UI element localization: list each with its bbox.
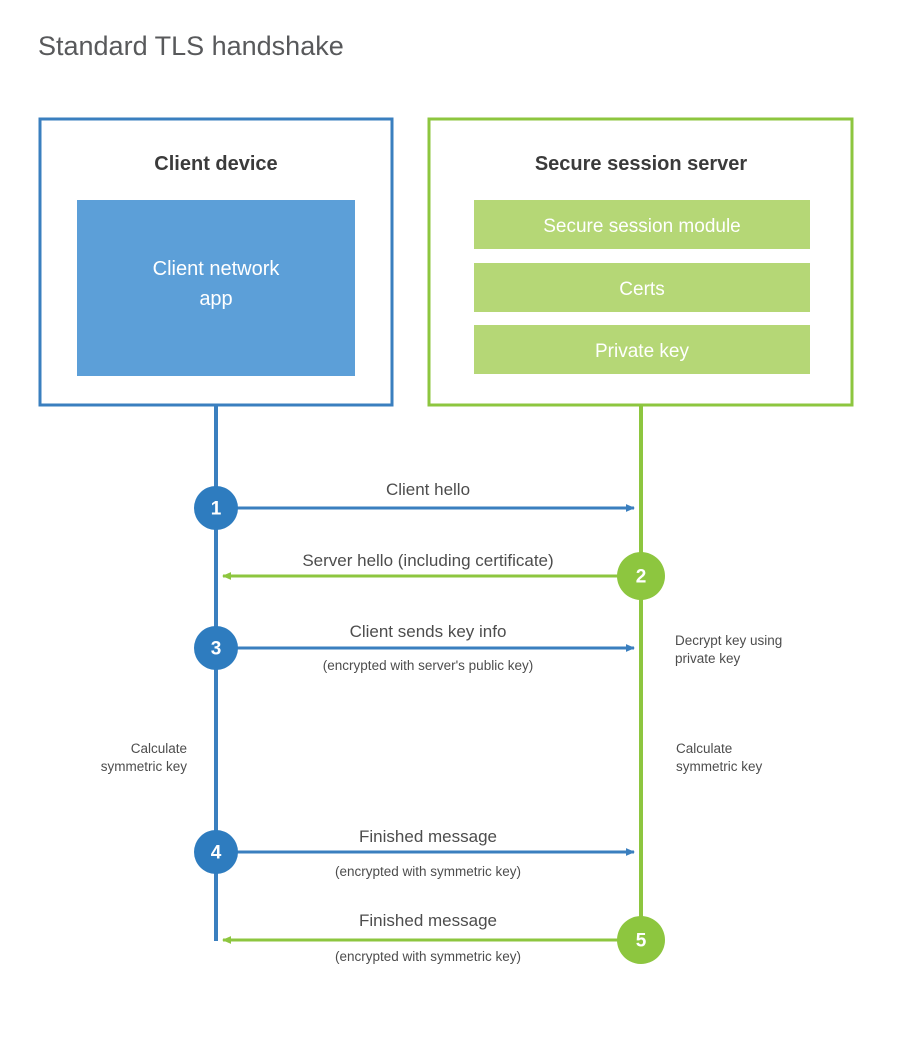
annotation-calculate-symmetric-key-client: Calculate symmetric key: [101, 741, 188, 774]
decrypt-note-line2: private key: [675, 651, 741, 666]
step-4-label: Finished message: [359, 827, 497, 846]
calc-right-note-line1: Calculate: [676, 741, 732, 756]
step-1-marker: [194, 486, 238, 530]
server-block-secure-session-module: [474, 200, 810, 249]
step-5-marker: [617, 916, 665, 964]
calc-left-note-line1: Calculate: [131, 741, 187, 756]
server-block-label-0: Secure session module: [543, 216, 741, 237]
secure-session-server-panel: Secure session server Secure session mod…: [427, 117, 854, 407]
step-4-number: 4: [211, 843, 222, 864]
step-2-number: 2: [636, 567, 647, 588]
calc-left-note-line2: symmetric key: [101, 759, 188, 774]
server-block-certs: [474, 263, 810, 312]
step-1-label: Client hello: [386, 480, 470, 499]
annotation-decrypt-key: Decrypt key using private key: [675, 633, 782, 666]
step-4-group: Finished message (encrypted with symmetr…: [194, 827, 635, 879]
step-1-group: Client hello 1: [194, 480, 635, 530]
step-5-label: Finished message: [359, 911, 497, 930]
step-3-label: Client sends key info: [350, 622, 507, 641]
client-network-app-block: [77, 200, 355, 376]
step-4-marker: [194, 830, 238, 874]
server-block-private-key: [474, 325, 810, 374]
secure-session-server-title: Secure session server: [535, 153, 748, 175]
step-3-group: Client sends key info (encrypted with se…: [194, 622, 635, 673]
step-2-group: Server hello (including certificate) 2: [222, 551, 665, 600]
step-3-number: 3: [211, 639, 222, 660]
step-3-marker: [194, 626, 238, 670]
step-2-marker: [617, 552, 665, 600]
step-5-number: 5: [636, 931, 647, 952]
client-device-panel: Client device Client network app: [38, 117, 394, 407]
calc-right-note-line2: symmetric key: [676, 759, 763, 774]
step-1-number: 1: [211, 499, 222, 520]
client-network-app-label-line1: Client network: [153, 258, 281, 280]
step-4-sublabel: (encrypted with symmetric key): [335, 864, 521, 879]
step-5-sublabel: (encrypted with symmetric key): [335, 949, 521, 964]
client-device-title: Client device: [154, 153, 277, 175]
page-title: Standard TLS handshake: [38, 31, 344, 61]
annotation-calculate-symmetric-key-server: Calculate symmetric key: [676, 741, 763, 774]
step-2-label: Server hello (including certificate): [302, 551, 553, 570]
decrypt-note-line1: Decrypt key using: [675, 633, 782, 648]
step-3-sublabel: (encrypted with server's public key): [323, 658, 533, 673]
step-5-group: Finished message (encrypted with symmetr…: [222, 911, 665, 964]
client-network-app-label-line2: app: [199, 288, 232, 310]
server-block-label-1: Certs: [619, 279, 664, 300]
server-block-label-2: Private key: [595, 341, 689, 362]
